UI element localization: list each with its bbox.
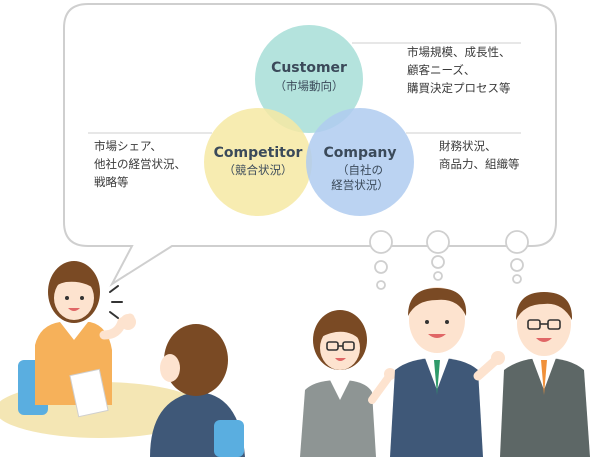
venn-diagram xyxy=(204,25,414,216)
venn-subtitle-company-line1: （自社の xyxy=(337,163,383,177)
venn-subtitle-competitor: （競合状況） xyxy=(223,163,293,177)
note-customer-line2: 顧客ニーズ、 xyxy=(407,63,476,77)
woman-with-glasses xyxy=(300,310,396,457)
note-customer-line3: 購買決定プロセス等 xyxy=(407,81,511,95)
venn-circle-customer xyxy=(255,25,363,133)
note-competitor-line2: 他社の経営状況、 xyxy=(94,157,186,171)
man-navy-suit xyxy=(390,287,505,457)
venn-title-customer: Customer xyxy=(271,60,347,76)
venn-circle-company xyxy=(306,108,414,216)
venn-circle-competitor xyxy=(204,108,312,216)
man-gray-suit-glasses xyxy=(500,292,590,457)
note-competitor-line3: 戦略等 xyxy=(94,175,129,189)
venn-title-company: Company xyxy=(323,145,397,161)
note-customer-line1: 市場規模、成長性、 xyxy=(407,45,511,59)
man-back-view xyxy=(150,324,245,457)
woman-presenter xyxy=(18,261,136,418)
venn-subtitle-customer: （市場動向） xyxy=(274,79,344,93)
thought-bubbles xyxy=(369,230,529,290)
venn-title-competitor: Competitor xyxy=(213,145,303,161)
note-company-line2: 商品力、組織等 xyxy=(439,157,520,171)
note-company-line1: 財務状況、 xyxy=(439,139,497,153)
leader-lines xyxy=(88,42,521,134)
note-competitor-line1: 市場シェア、 xyxy=(94,139,162,153)
venn-subtitle-company-line2: 経営状況） xyxy=(331,178,389,192)
